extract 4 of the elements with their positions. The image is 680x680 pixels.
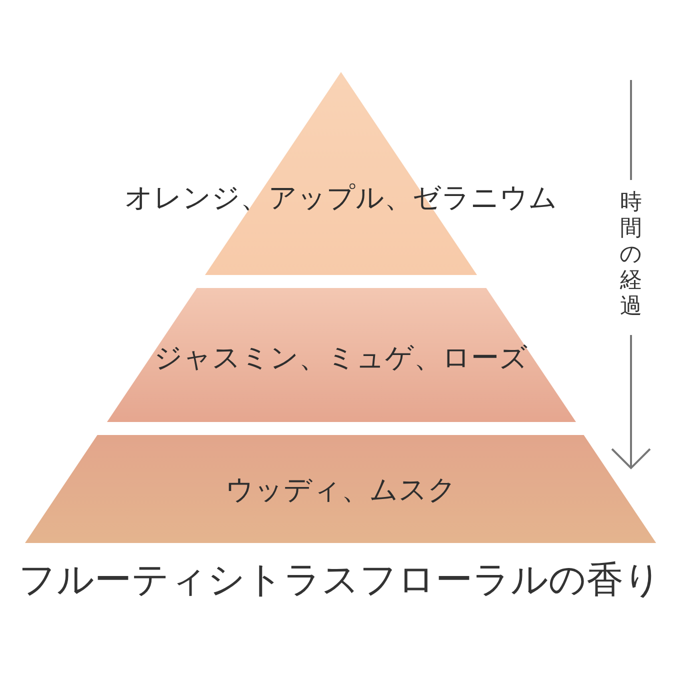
note-list: ジャスミン、ミュゲ、ローズ: [154, 342, 528, 374]
note-list: オレンジ、アップル、ゼラニウム: [124, 182, 558, 214]
title: フルーティシトラスフローラルの香り: [18, 558, 662, 602]
note-list: ウッディ、ムスク: [225, 474, 456, 506]
